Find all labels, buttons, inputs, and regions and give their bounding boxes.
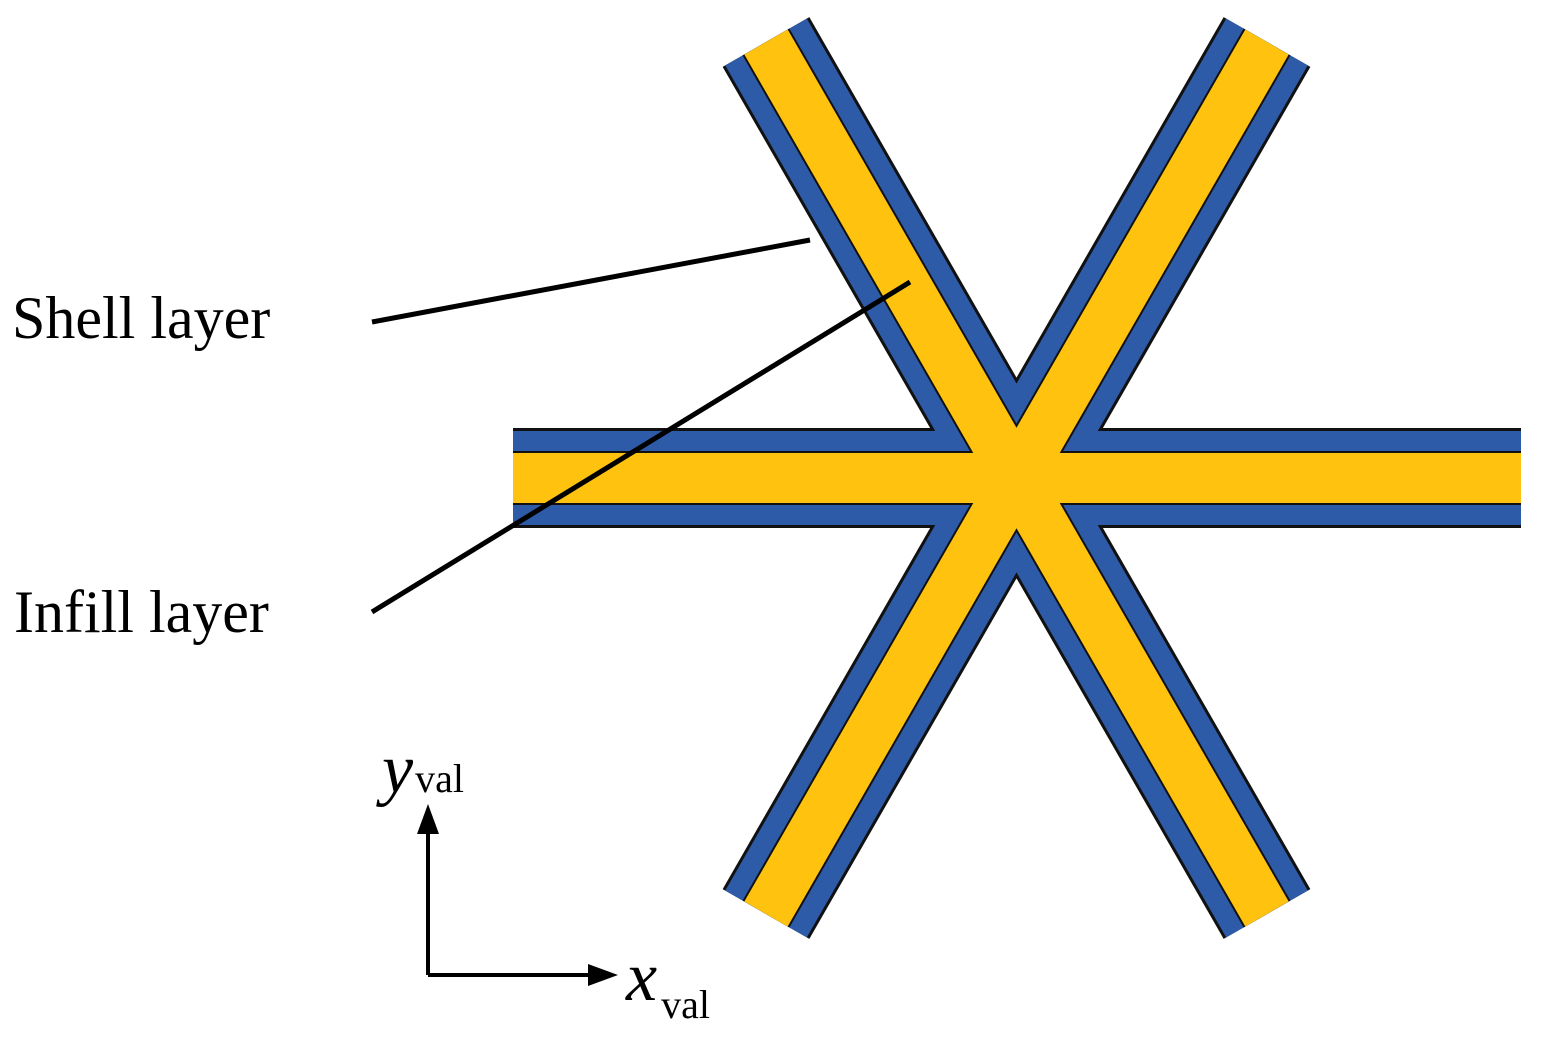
infill-layer-geometry: [513, 28, 1521, 928]
infill-layer-leader-line: [370, 279, 912, 615]
shell-layer-leader-line: [371, 237, 811, 325]
y-axis-label: yval: [376, 731, 464, 808]
shell-layer-label: Shell layer: [12, 285, 270, 351]
infill-layer-label: Infill layer: [14, 579, 269, 645]
y-axis-arrowhead-icon: [417, 804, 439, 834]
y-axis-subscript: val: [415, 756, 464, 801]
y-axis-variable: y: [376, 731, 414, 808]
x-axis-subscript: val: [661, 982, 710, 1027]
x-axis-variable: x: [625, 939, 657, 1016]
x-axis-arrowhead-icon: [588, 964, 618, 986]
